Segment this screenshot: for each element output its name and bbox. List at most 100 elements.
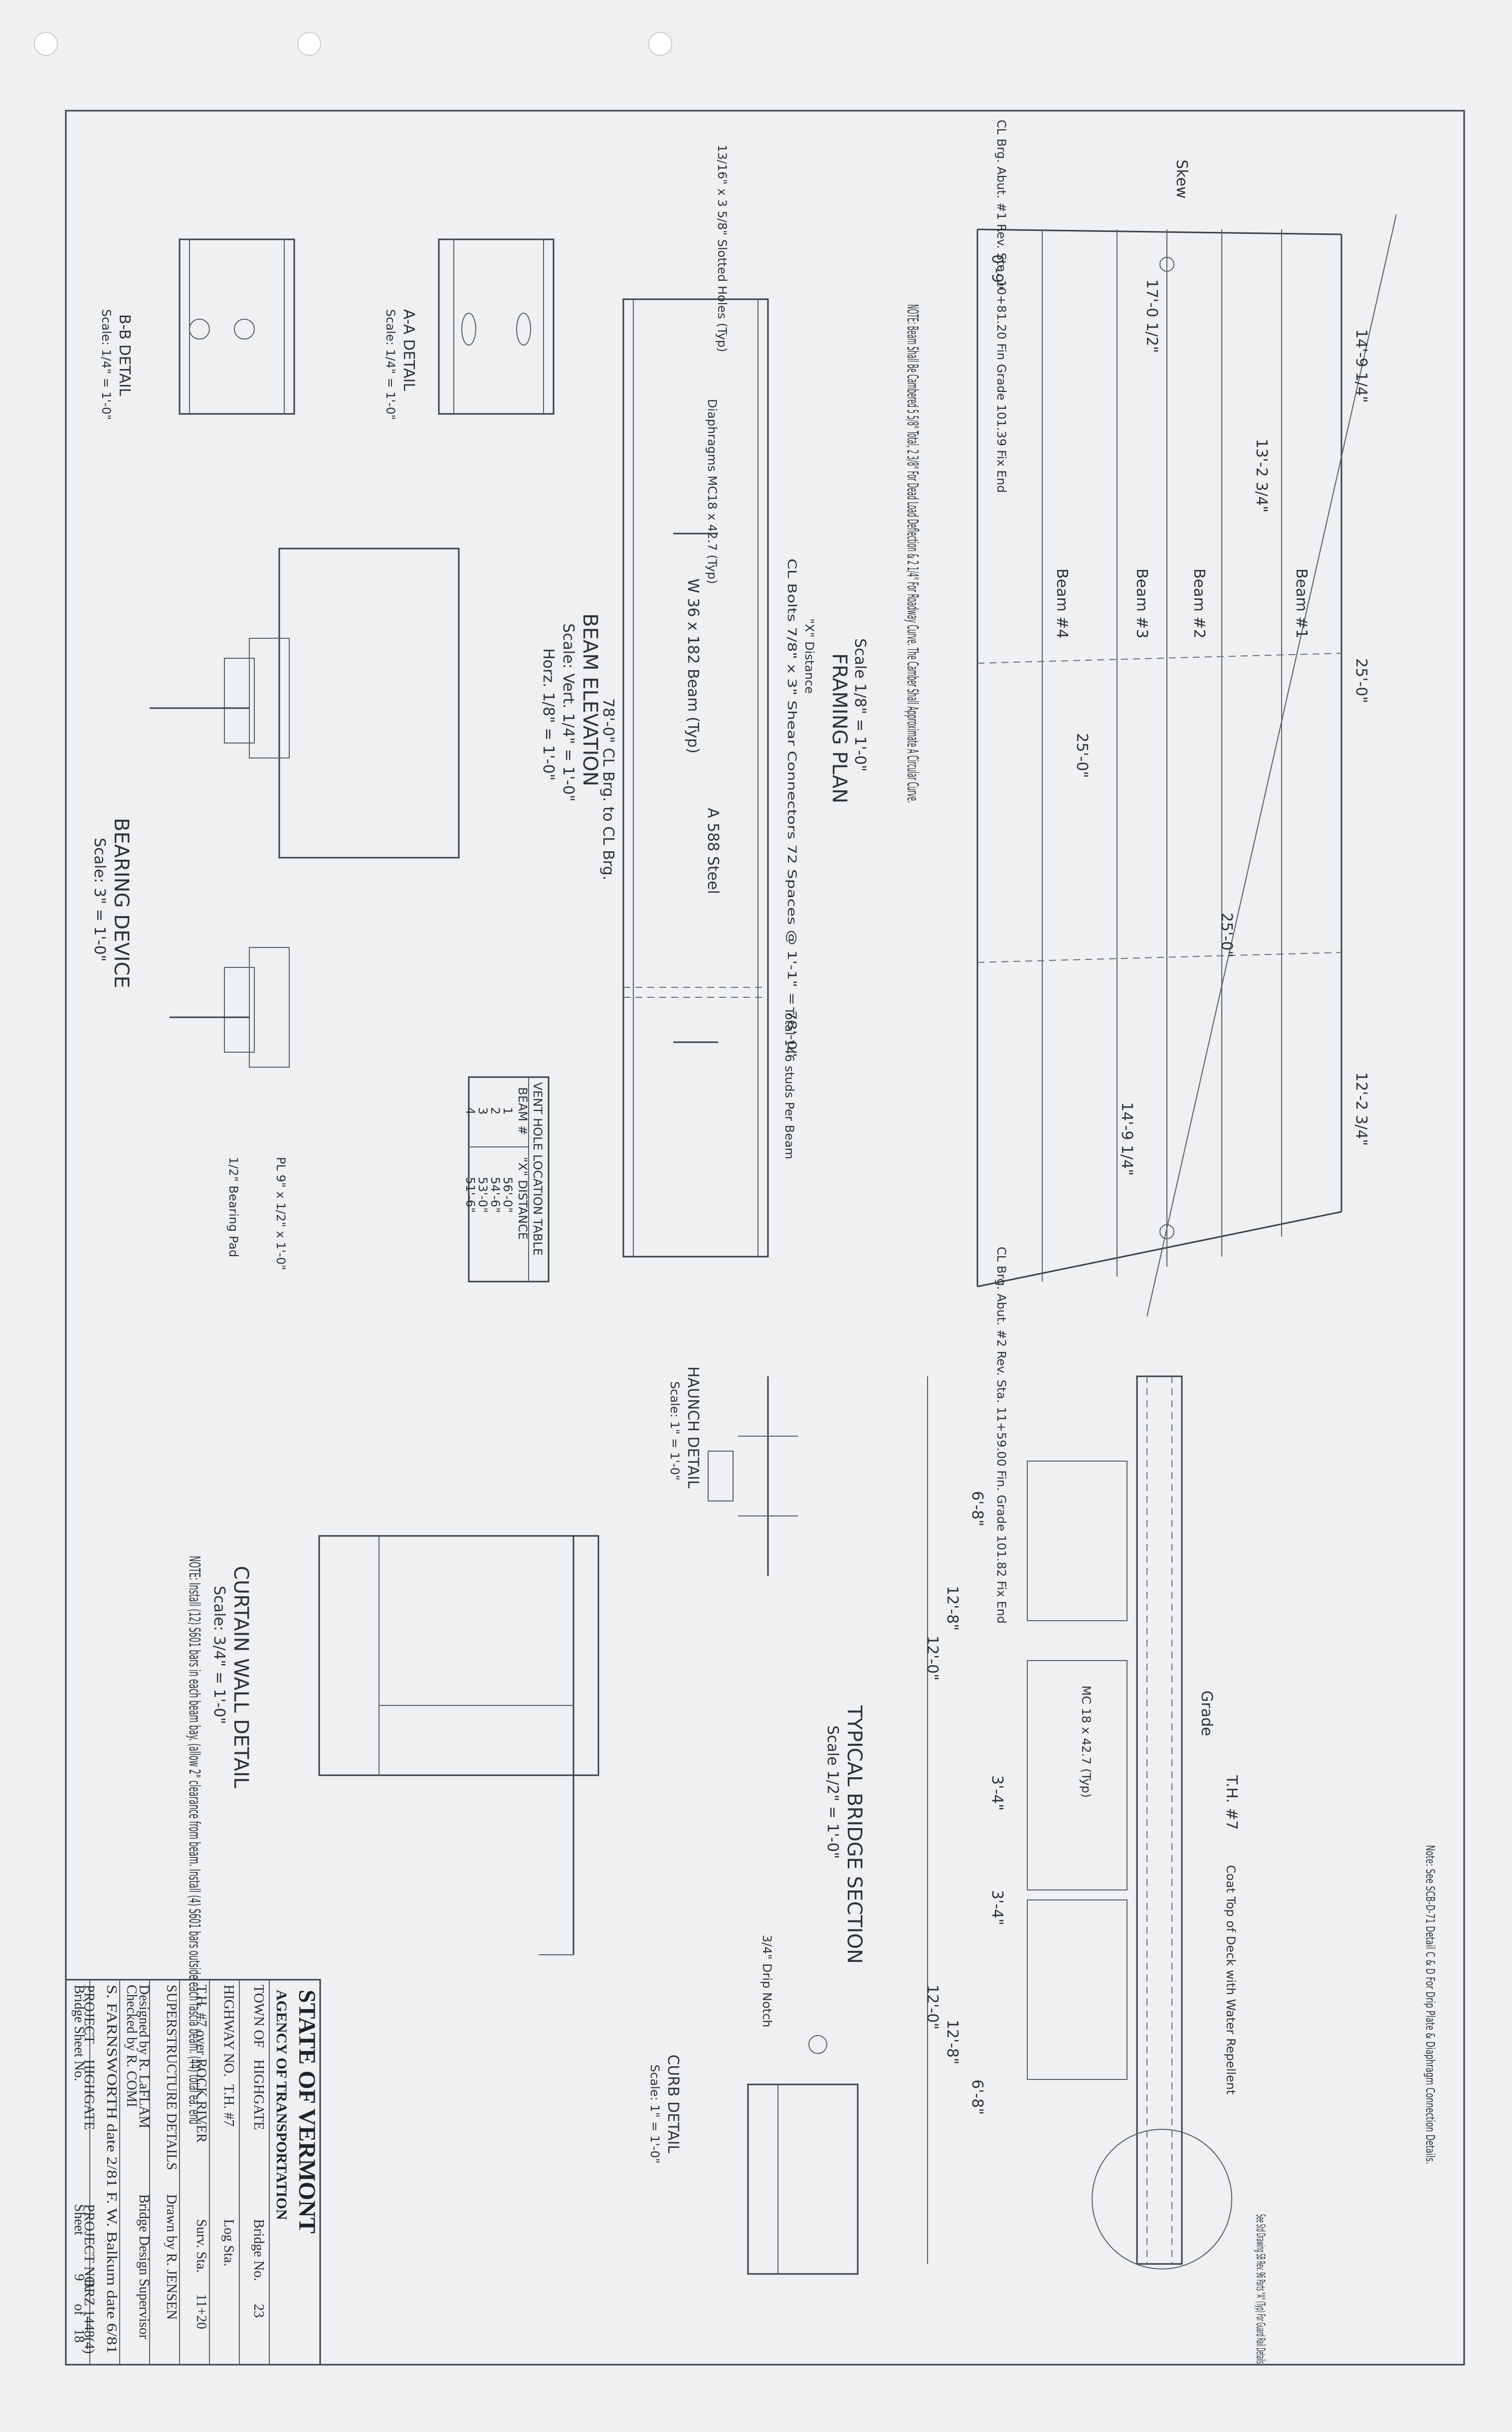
- aa-detail-scale: Scale: 1/4" = 1'-0": [383, 309, 397, 420]
- vent-hole-table: VENT HOLE LOCATION TABLE BEAM # "X" DIST…: [463, 1076, 550, 1283]
- dim-label: 14'-9 1/4": [1118, 1102, 1135, 1176]
- curtain-wall-note: NOTE: Install (12) S601 bars in each bea…: [186, 1556, 203, 2124]
- aa-detail: A-A DETAIL Scale: 1/4" = 1'-0": [383, 238, 555, 420]
- skew-label: Skew: [1173, 160, 1190, 198]
- checked-by: Checked by R. COMI: [124, 1985, 139, 2107]
- punch-hole: [648, 32, 672, 56]
- section-dim: 6'-8": [968, 2079, 986, 2115]
- curtain-wall-title: CURTAIN WALL DETAIL: [229, 1566, 252, 1789]
- aa-detail-title: A-A DETAIL: [400, 309, 417, 391]
- town-value: HIGHGATE: [251, 2059, 266, 2130]
- typical-bridge-section: TYPICAL BRIDGE SECTION Scale 1/2" = 1'-0…: [824, 1375, 1437, 2364]
- curb-detail: CURB DETAIL Scale: 1" = 1'-0" 3/4" Drip …: [648, 1935, 859, 2275]
- guard-rail-note: See Std Drawing SB Rev. 96 Parts "A" (Ty…: [1254, 2214, 1268, 2364]
- surv-sta-value: 11+20: [193, 2294, 209, 2329]
- dim-label: 17'-0 1/2": [1143, 279, 1160, 353]
- vent-table-title: VENT HOLE LOCATION TABLE: [531, 1082, 545, 1256]
- section-dim: 3'-4": [988, 1775, 1006, 1811]
- vent-table-col-dist: "X" DISTANCE: [516, 1157, 530, 1240]
- dim-label: 12'-2 3/4": [1352, 1072, 1370, 1146]
- dim-label: 14'-9 1/4": [1352, 329, 1370, 403]
- beam-2-label: Beam #2: [1190, 568, 1208, 638]
- project-no: BRZ 1448(4): [81, 2279, 97, 2354]
- punch-hole: [297, 32, 321, 56]
- agency-name: AGENCY OF TRANSPORTATION: [273, 1990, 290, 2220]
- beam-1-label: Beam #1: [1293, 568, 1310, 638]
- vent-table-cell: 2: [488, 1107, 502, 1115]
- sheet-of: of: [71, 2304, 87, 2316]
- haunch-detail: HAUNCH DETAIL Scale: 1" = 1'-0": [668, 1366, 798, 1576]
- project-name: HIGHGATE: [81, 2059, 97, 2130]
- route-desc: T.H. #7 over ROCK RIVER: [193, 1985, 209, 2143]
- bearing-plate-label: PL 9" x 1/2" x 1'-0": [274, 1157, 288, 1270]
- signature-line: S. FARNSWORTH date 2/81 F. W. Balkum dat…: [104, 1985, 119, 2354]
- log-sta-label: Log Sta.: [221, 2219, 236, 2266]
- th-label: T.H. #7: [1223, 1775, 1240, 1830]
- bridge-sheet-label: Bridge Sheet No.: [71, 1985, 87, 2081]
- section-dim: 12'-0": [924, 1985, 941, 2030]
- town-label: TOWN OF: [251, 1985, 266, 2048]
- bearing-device-title: BEARING DEVICE: [110, 818, 133, 988]
- grade-label: Grade: [1198, 1690, 1215, 1736]
- shear-connector-note: CL Bolts 7/8" x 3" Shear Connectors 72 S…: [785, 559, 799, 1057]
- bearing-pad-label: 1/2" Bearing Pad: [226, 1157, 240, 1257]
- section-diaphragm-label: MC 18 x 42.7 (Typ): [1079, 1685, 1093, 1798]
- agency-state: STATE OF VERMONT: [294, 1990, 320, 2234]
- sheet-border: [65, 110, 1465, 2366]
- abutment-1-label: CL Brg. Abut. #1 Rev. Sta. 10+81.20 Fin …: [994, 120, 1008, 493]
- vent-table-col-beam: BEAM #: [516, 1087, 530, 1135]
- curb-title: CURB DETAIL: [664, 2055, 682, 2153]
- sheet-desc: SUPERSTRUCTURE DETAILS: [164, 1985, 179, 2170]
- vent-table-cell: 1: [501, 1107, 515, 1115]
- section-note: Note: See SCB-D-71 Detail C & D For Drip…: [1423, 1845, 1437, 2164]
- beam-elevation-title: BEAM ELEVATION: [578, 613, 601, 786]
- highway-value: T.H. #7: [221, 2084, 236, 2126]
- vent-table-cell: 3: [476, 1107, 490, 1115]
- span-label: 78'-0" CL Brg. to CL Brg.: [599, 698, 617, 880]
- section-dim: 12'-0": [924, 1636, 941, 1681]
- vent-table-cell: 54'-6": [488, 1177, 502, 1213]
- curtain-wall-scale: Scale: 3/4" = 1'-0": [210, 1586, 228, 1724]
- x-distance-label: "X" Distance: [802, 618, 816, 694]
- vent-table-cell: 56'-0": [501, 1177, 515, 1213]
- bridge-no-label: Bridge No.: [251, 2219, 266, 2281]
- beam-elevation: W 36 x 182 Beam (Typ) A 588 Steel 78'-0"…: [540, 145, 796, 1258]
- beam-label: W 36 x 182 Beam (Typ): [684, 578, 702, 753]
- vent-table-cell: 51'-6": [463, 1177, 477, 1213]
- framing-plan: FRAMING PLAN Scale 1/8" = 1'-0" Beam #1 …: [785, 120, 1397, 1624]
- haunch-title: HAUNCH DETAIL: [684, 1366, 702, 1489]
- title-block: STATE OF VERMONT AGENCY OF TRANSPORTATIO…: [65, 1979, 321, 2366]
- dim-label: 25'-0": [1352, 658, 1370, 703]
- sheet-no: 9: [71, 2274, 87, 2281]
- beam-4-label: Beam #4: [1053, 568, 1071, 638]
- beam-elevation-scale-vert: Scale: Vert. 1/4" = 1'-0": [560, 623, 577, 802]
- bearing-device: BEARING DEVICE Scale: 3" = 1'-0" PL 9" x…: [91, 548, 460, 1270]
- section-dim: 12'-8": [944, 2020, 961, 2064]
- abutment-2-label: CL Brg. Abut. #2 Rev. Sta. 11+59.00 Fin.…: [994, 1247, 1008, 1624]
- drawn-by: Drawn by R. JENSEN: [164, 2194, 179, 2320]
- project-no-label: PROJECT NO.: [81, 2204, 97, 2290]
- curb-scale: Scale: 1" = 1'-0": [648, 2064, 662, 2164]
- framing-plan-title: FRAMING PLAN: [828, 653, 851, 803]
- haunch-scale: Scale: 1" = 1'-0": [668, 1381, 682, 1481]
- vent-table-cell: 4: [463, 1107, 477, 1115]
- bb-detail: B-B DETAIL Scale: 1/4" = 1'-0": [99, 238, 295, 420]
- camber-note: NOTE: Beam Shall Be Cambered 5 5/8" Tota…: [904, 304, 921, 803]
- sheet-total: 18: [71, 2329, 87, 2343]
- coat-note: Coat Top of Deck with Water Repellent: [1224, 1865, 1238, 2094]
- punch-hole: [34, 32, 58, 56]
- typical-section-title: TYPICAL BRIDGE SECTION: [843, 1705, 866, 1964]
- curtain-wall-detail: CURTAIN WALL DETAIL Scale: 3/4" = 1'-0" …: [186, 1535, 599, 2124]
- studs-label: Total 146 studs Per Beam: [782, 1007, 796, 1159]
- surv-sta-label: Surv. Sta.: [193, 2219, 209, 2273]
- section-dim: 12'-8": [944, 1586, 961, 1631]
- vent-table-cell: 53'-0": [476, 1177, 490, 1213]
- beam-3-label: Beam #3: [1133, 568, 1150, 638]
- project-label: PROJECT: [81, 1985, 97, 2044]
- steel-label: A 588 Steel: [704, 808, 722, 894]
- bb-detail-title: B-B DETAIL: [116, 314, 133, 396]
- drip-notch-label: 3/4" Drip Notch: [760, 1935, 774, 2028]
- bb-detail-scale: Scale: 1/4" = 1'-0": [99, 309, 113, 420]
